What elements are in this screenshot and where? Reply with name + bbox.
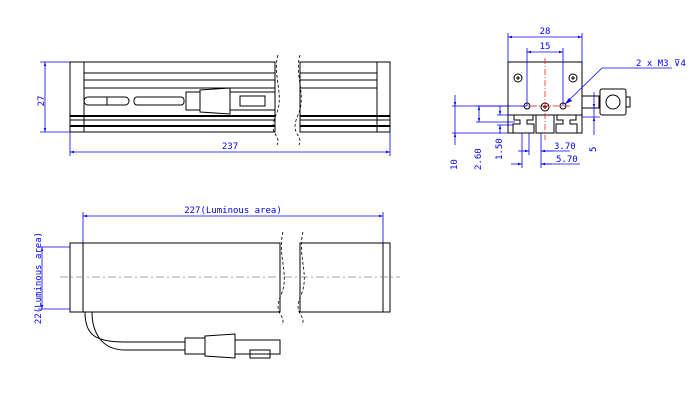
thread-label: 2 x M3 ⊽4 <box>636 59 686 69</box>
dim-height-1-50: 1.50 <box>495 106 513 160</box>
dim-label: 5.70 <box>556 155 578 165</box>
dim-height-27: 27 <box>37 61 70 133</box>
dim-label: 5 <box>589 147 599 152</box>
thread-callout: 2 x M3 ⊽4 <box>564 59 686 105</box>
dim-label: 3.70 <box>554 142 576 152</box>
external-cable <box>84 311 281 359</box>
dim-label: 22(Luminous area) <box>34 232 44 324</box>
dim-slot-3-70: 3.70 <box>518 133 576 168</box>
top-view: 27 237 <box>37 54 391 156</box>
dim-height-2-60: 2.60 <box>474 105 515 170</box>
dim-label: 237 <box>222 142 238 152</box>
dim-label: 2.60 <box>474 148 484 170</box>
dim-label: 15 <box>540 42 551 52</box>
internal-cable <box>83 87 276 115</box>
dim-luminous-width: 22(Luminous area) <box>34 232 70 324</box>
dim-width-28: 28 <box>507 27 583 62</box>
dim-length-237: 237 <box>69 132 391 156</box>
dim-slot-5-70: 5.70 <box>511 133 580 168</box>
connector-end <box>581 88 631 116</box>
dim-label: 28 <box>540 27 551 37</box>
dim-connector-5: 5 <box>582 92 600 152</box>
dim-label: 10 <box>450 159 460 170</box>
bottom-view: 227(Luminous area) 22(Luminous area) <box>34 206 400 359</box>
dim-label: 1.50 <box>495 138 505 160</box>
dim-hole-spacing-15: 15 <box>526 42 564 106</box>
dim-label: 227(Luminous area) <box>184 206 282 216</box>
side-view: 28 15 2 x M3 ⊽4 10 2.60 1.50 <box>450 27 686 170</box>
dim-label: 27 <box>37 96 47 107</box>
dim-luminous-length: 227(Luminous area) <box>82 206 384 243</box>
